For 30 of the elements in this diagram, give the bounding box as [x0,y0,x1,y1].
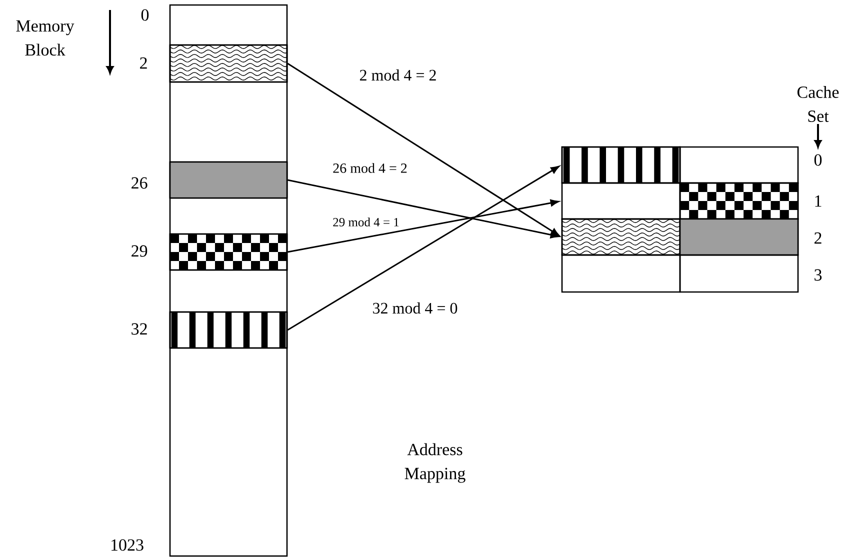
block-number: 1023 [112,539,144,551]
block-number: 32 [132,323,147,335]
memory-block [169,161,288,199]
block-number: 26 [132,177,148,189]
block-number: 2 [140,57,147,69]
memory-label: Memory Block [16,20,74,56]
arrow [288,179,559,238]
set-number: 1 [815,195,822,207]
set-number: 2 [814,232,822,244]
arrow [287,166,560,331]
cache-line [561,146,681,184]
arrow [288,199,559,253]
edge-label: 2 mod 4 = 2 [358,68,438,82]
cache-line [679,182,799,220]
cache-line [561,218,681,256]
set-number: 0 [814,154,822,166]
block-number: 29 [132,245,148,257]
cache-line [679,218,799,256]
memory-block [169,233,288,271]
caption-text: Address Mapping [404,443,466,483]
edge-label: 32 mod 4 = 0 [371,301,459,315]
edge-label: 26 mod 4 = 2 [332,162,408,174]
memory-block [169,44,288,83]
arrow [287,62,560,236]
memory-block [169,311,288,349]
edge-label: 29 mod 4 = 1 [332,216,400,228]
block-number: 0 [141,9,149,21]
cache-label: Cache Set [797,86,839,122]
set-number: 3 [814,269,822,281]
memory-column [169,4,288,557]
